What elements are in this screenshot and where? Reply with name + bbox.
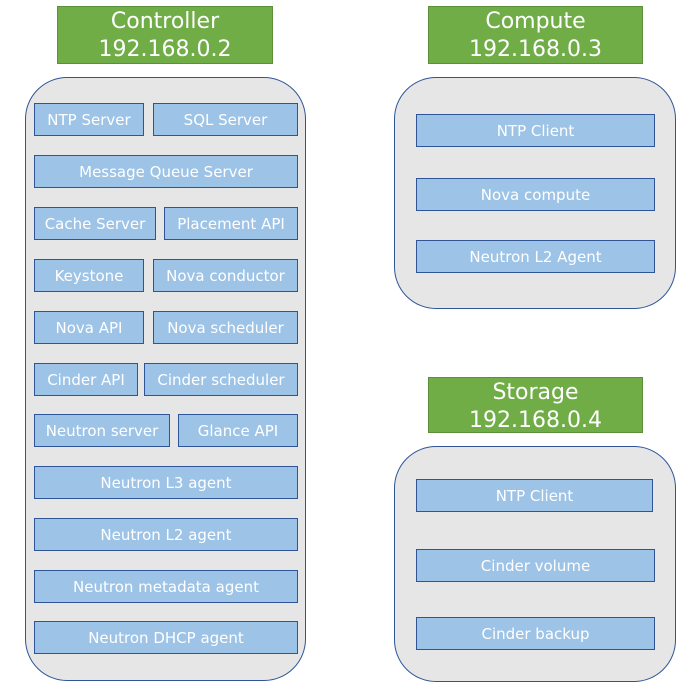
storage-ip: 192.168.0.4 xyxy=(469,408,602,433)
service-message-queue-server: Message Queue Server xyxy=(34,155,298,188)
service-neutron-l3-agent: Neutron L3 agent xyxy=(34,466,298,499)
service-neutron-l2-agent: Neutron L2 agent xyxy=(34,518,298,551)
service-neutron-server: Neutron server xyxy=(34,414,170,447)
service-placement-api: Placement API xyxy=(164,207,298,240)
service-cinder-volume: Cinder volume xyxy=(416,549,655,582)
compute-name: Compute xyxy=(485,9,586,34)
service-neutron-dhcp-agent: Neutron DHCP agent xyxy=(34,621,298,654)
service-glance-api: Glance API xyxy=(178,414,298,447)
service-nova-scheduler: Nova scheduler xyxy=(153,311,298,344)
service-neutron-metadata-agent: Neutron metadata agent xyxy=(34,570,298,603)
service-keystone: Keystone xyxy=(34,259,144,292)
service-cinder-api: Cinder API xyxy=(34,363,138,396)
storage-header: Storage 192.168.0.4 xyxy=(428,377,643,433)
service-ntp-client-storage: NTP Client xyxy=(416,479,653,512)
service-cinder-backup: Cinder backup xyxy=(416,617,655,650)
service-nova-api: Nova API xyxy=(34,311,144,344)
service-cinder-scheduler: Cinder scheduler xyxy=(144,363,298,396)
compute-header: Compute 192.168.0.3 xyxy=(428,6,643,64)
controller-header: Controller 192.168.0.2 xyxy=(57,6,273,64)
controller-ip: 192.168.0.2 xyxy=(98,37,232,62)
service-nova-compute: Nova compute xyxy=(416,178,655,211)
service-cache-server: Cache Server xyxy=(34,207,156,240)
controller-name: Controller xyxy=(110,9,220,34)
service-ntp-client: NTP Client xyxy=(416,114,655,147)
service-nova-conductor: Nova conductor xyxy=(153,259,298,292)
storage-name: Storage xyxy=(492,380,579,405)
service-sql-server: SQL Server xyxy=(153,103,298,136)
service-ntp-server: NTP Server xyxy=(34,103,144,136)
compute-ip: 192.168.0.3 xyxy=(469,37,602,62)
service-neutron-l2-agent-compute: Neutron L2 Agent xyxy=(416,240,655,273)
